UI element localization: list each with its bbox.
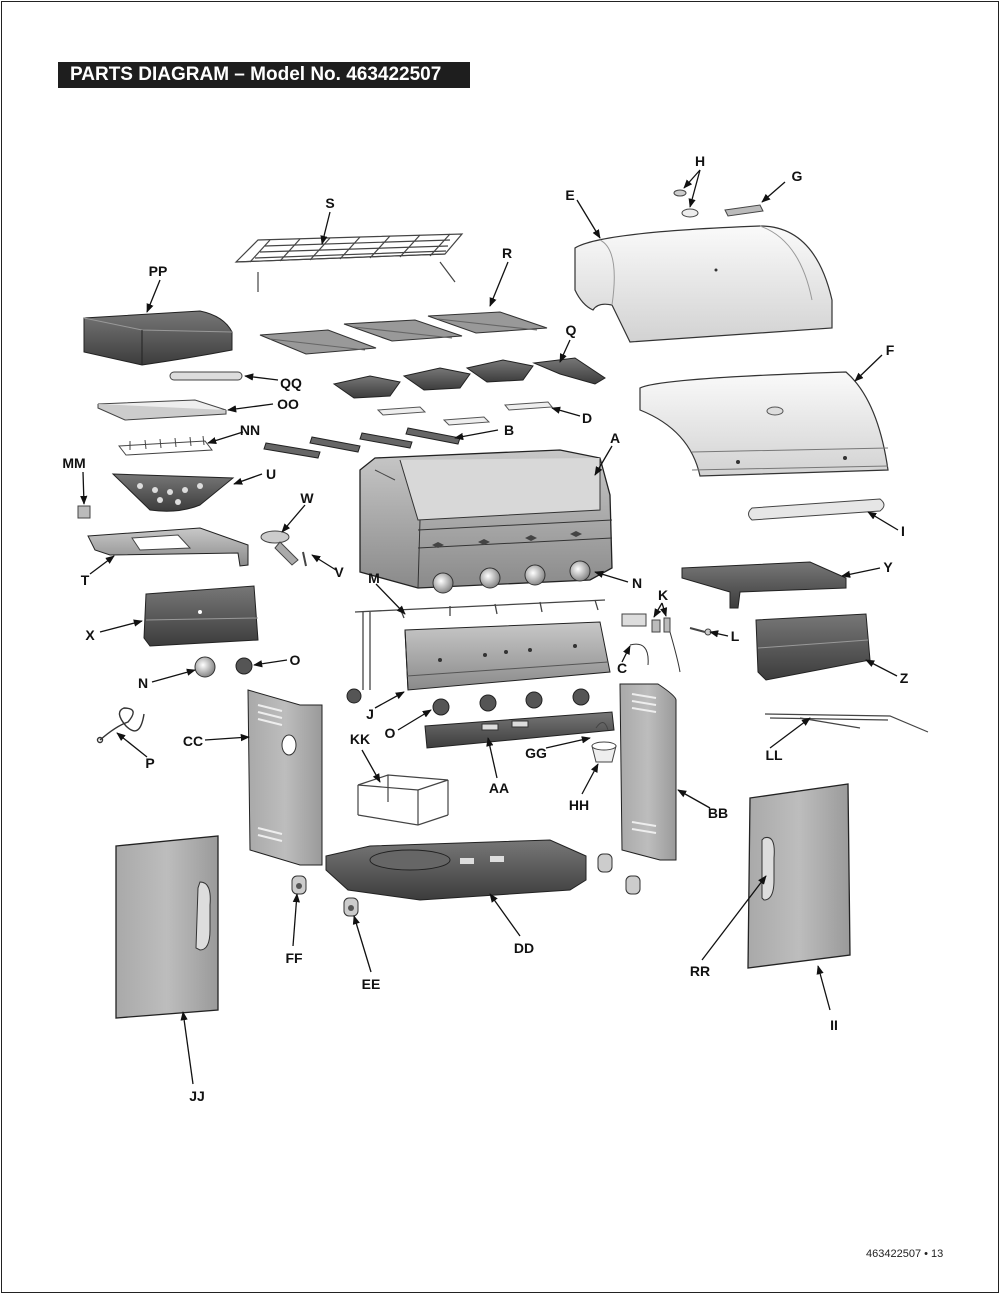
callout-i: I: [901, 523, 905, 539]
part-qq-side-burner-tube: [169, 371, 243, 381]
callout-ll: LL: [765, 747, 783, 763]
page-footer: 463422507 • 13: [866, 1248, 944, 1260]
callout-y: Y: [883, 559, 893, 575]
callout-qq: QQ: [280, 375, 302, 391]
callout-a: A: [610, 430, 620, 446]
callout-r: R: [502, 245, 512, 261]
callout-g: G: [792, 168, 803, 184]
part-j-control-panel: [404, 621, 611, 691]
callout-rr: RR: [690, 963, 710, 979]
callout-bb: BB: [708, 805, 728, 821]
callout-k: K: [658, 587, 668, 603]
callout-j: J: [366, 706, 374, 722]
callout-b: B: [504, 422, 514, 438]
part-g-bracket: [724, 204, 764, 217]
part-gg-cup-holder: [595, 722, 609, 731]
part-o-knobs: [432, 688, 590, 716]
part-ff-caster-locking: [291, 875, 307, 895]
leader-arrows: [80, 169, 899, 1085]
callout-w: W: [300, 490, 314, 506]
part-x-side-panel: [143, 585, 259, 647]
part-s-warming-rack: [234, 233, 464, 292]
part-n-knobs: [432, 560, 591, 594]
part-j-valve: [346, 688, 362, 704]
callout-dd: DD: [514, 940, 534, 956]
callout-f: F: [886, 342, 895, 358]
callout-q: Q: [566, 322, 577, 338]
part-hh-grease-cup: [591, 741, 617, 763]
callout-aa: AA: [489, 780, 509, 796]
callout-t: T: [81, 572, 90, 588]
part-jj-left-door: [115, 835, 219, 1019]
callout-cc: CC: [183, 733, 203, 749]
part-h-handle-bolts: [673, 189, 699, 218]
part-d-crossover-tubes: [376, 401, 553, 426]
part-dd-bottom-shelf: [325, 839, 587, 901]
part-c-wires: [629, 631, 681, 673]
part-bb-right-side-panel: [619, 683, 677, 861]
part-kk-tank-frame: [357, 774, 449, 826]
callout-jj: JJ: [189, 1088, 205, 1104]
callout-p: P: [145, 755, 154, 771]
callout-c: C: [617, 660, 627, 676]
part-q-heat-tents: [332, 357, 606, 399]
part-caster-right: [597, 853, 641, 895]
part-aa-front-panel: [424, 711, 615, 749]
part-a-firebox: [359, 449, 613, 589]
callout-pp: PP: [149, 263, 168, 279]
part-l-ignitor-button: [689, 627, 712, 636]
part-y-side-shelf: [681, 561, 847, 609]
page-title: PARTS DIAGRAM – Model No. 463422507: [58, 62, 470, 88]
part-pp-side-burner-lid: [83, 310, 233, 366]
callout-e: E: [565, 187, 574, 203]
callout-o-side: O: [290, 652, 301, 668]
part-e-lid: [574, 225, 833, 343]
part-k-ignitor: [621, 613, 671, 633]
callout-l: L: [731, 628, 740, 644]
part-i-lid-handle: [748, 498, 885, 521]
callout-n-side: N: [138, 675, 148, 691]
part-cc-left-side-panel: [247, 689, 323, 866]
callout-oo: OO: [277, 396, 299, 412]
part-z-side-panel: [755, 613, 871, 681]
callout-labels: H G E S R PP Q F QQ OO D B NN A MM U W I…: [62, 153, 908, 1104]
part-o-side-knob: [235, 657, 253, 675]
part-f-lid-front: [639, 371, 889, 477]
callout-m: M: [368, 570, 380, 586]
callout-s: S: [325, 195, 334, 211]
part-oo-grease-tray: [97, 399, 227, 421]
callout-o-bottom: O: [385, 725, 396, 741]
part-r-cooking-grates: [259, 311, 548, 355]
part-ll-rack: [764, 713, 929, 733]
part-u-side-burner-bowl: [111, 473, 235, 512]
callout-nn: NN: [240, 422, 260, 438]
callout-v: V: [334, 564, 344, 580]
callout-h: H: [695, 153, 705, 169]
callout-n-top: N: [632, 575, 642, 591]
part-nn-side-burner-grate: [118, 435, 213, 456]
callout-ee: EE: [362, 976, 381, 992]
callout-z: Z: [900, 670, 909, 686]
part-mm-clip: [77, 505, 91, 519]
part-b-burners: [263, 427, 461, 459]
callout-hh: HH: [569, 797, 589, 813]
callout-mm: MM: [62, 455, 85, 471]
part-ii-right-door: [747, 783, 851, 969]
callout-ff: FF: [285, 950, 303, 966]
callout-d: D: [582, 410, 592, 426]
part-n-side-knob: [194, 656, 216, 678]
part-ee-caster: [343, 897, 359, 917]
part-t-side-shelf-frame: [87, 527, 249, 567]
part-w-side-burner: [260, 530, 299, 566]
part-v-igniter: [302, 551, 307, 567]
part-p-match-holder: [96, 707, 145, 744]
callout-u: U: [266, 466, 276, 482]
callout-gg: GG: [525, 745, 547, 761]
callout-x: X: [85, 627, 95, 643]
callout-ii: II: [830, 1017, 838, 1033]
callout-kk: KK: [350, 731, 370, 747]
